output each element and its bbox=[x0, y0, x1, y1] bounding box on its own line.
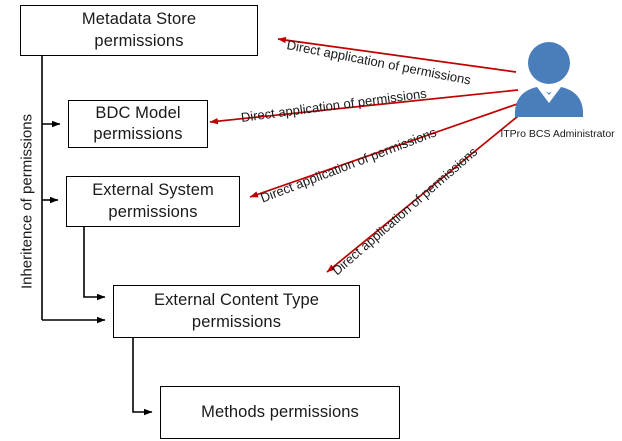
arrow-to-external-system bbox=[249, 102, 521, 198]
arrow-to-metadata-store bbox=[277, 36, 517, 73]
node-metadata-store-label: Metadata Store permissions bbox=[81, 10, 197, 50]
direct-application-arrows bbox=[209, 36, 524, 273]
connector-extsys-to-ect bbox=[83, 227, 106, 301]
node-external-content-type-label: External Content Type permissions bbox=[153, 291, 320, 331]
node-methods-permissions: Methods permissions bbox=[160, 386, 400, 439]
node-bdc-model-label: BDC Model permissions bbox=[93, 103, 183, 143]
node-metadata-store-permissions: Metadata Store permissions bbox=[20, 5, 258, 56]
node-external-content-type-permissions: External Content Type permissions bbox=[113, 285, 360, 338]
node-external-system-permissions: External System permissions bbox=[66, 176, 240, 227]
person-icon bbox=[515, 42, 583, 117]
inheritance-connectors bbox=[41, 56, 153, 416]
connector-ect-to-methods bbox=[132, 338, 153, 416]
node-external-system-label: External System permissions bbox=[92, 181, 214, 221]
inheritance-axis-label: Inheritence of permissions bbox=[18, 113, 36, 290]
node-bdc-model-permissions: BDC Model permissions bbox=[68, 100, 208, 148]
actor-caption: ITPro BCS Administrator bbox=[500, 128, 615, 140]
node-methods-label: Methods permissions bbox=[201, 402, 359, 421]
arrow-to-bdc-model bbox=[209, 89, 519, 125]
arrow-to-external-content-type bbox=[326, 111, 524, 273]
